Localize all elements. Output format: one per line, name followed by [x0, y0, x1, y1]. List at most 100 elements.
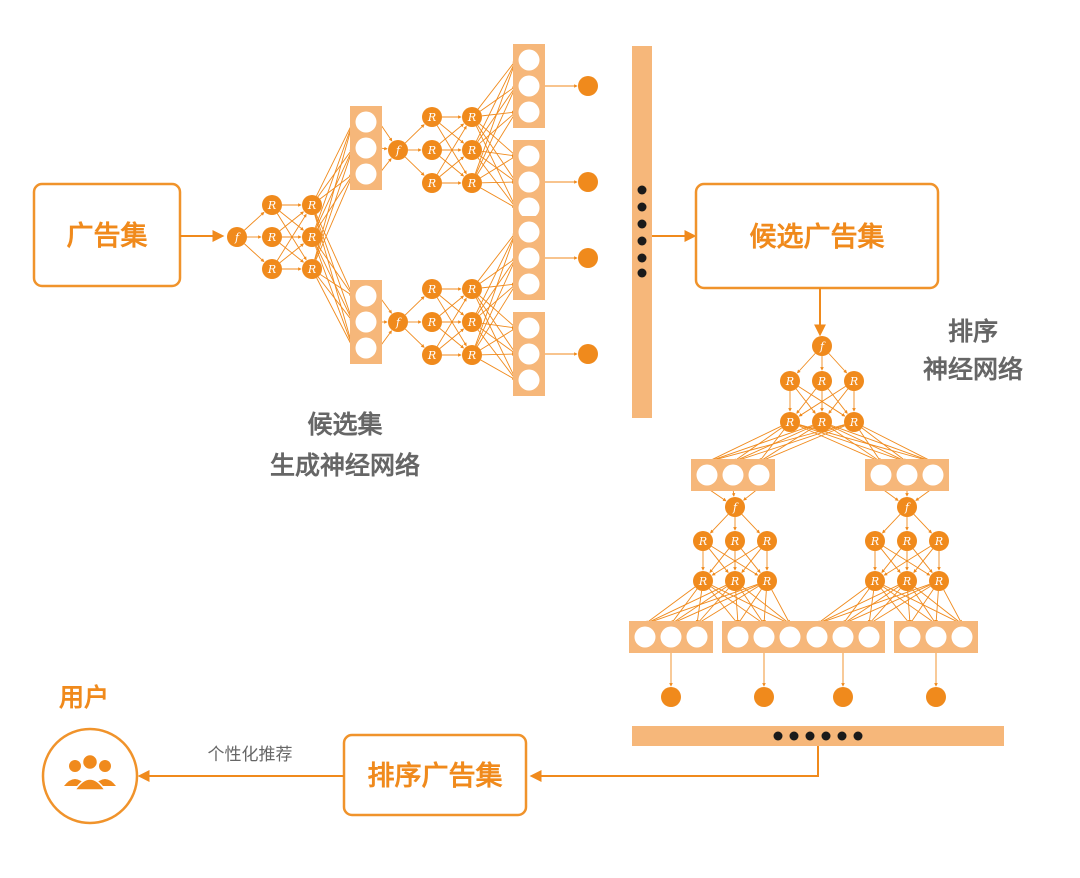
- network-edge: [796, 353, 816, 374]
- network-edge: [759, 429, 785, 462]
- network-edge: [480, 328, 516, 351]
- ranking-leaf-vector: [629, 621, 713, 653]
- ranking-leaf-vector: [722, 621, 806, 653]
- svg-text:R: R: [427, 283, 436, 296]
- svg-text:R: R: [817, 416, 826, 429]
- network-edge: [439, 156, 465, 177]
- network-edge: [317, 244, 353, 296]
- network-edge: [880, 548, 901, 573]
- users-group-icon: [41, 727, 139, 825]
- network-edge: [436, 125, 467, 175]
- network-edge: [913, 513, 932, 534]
- network-edge: [817, 584, 899, 624]
- svg-text:R: R: [762, 575, 771, 588]
- network-edge: [795, 388, 816, 414]
- svg-text:R: R: [267, 263, 276, 276]
- network-edge: [475, 258, 517, 347]
- relu-node: R: [462, 345, 482, 365]
- network-edge: [735, 590, 740, 624]
- network-edge: [279, 210, 304, 231]
- network-edge: [882, 586, 936, 624]
- network-edge: [476, 284, 516, 347]
- network-edge: [645, 584, 727, 624]
- network-edge: [882, 513, 901, 534]
- network-edge: [279, 242, 304, 263]
- ranking-output-node: [661, 687, 681, 707]
- svg-text:f: f: [395, 144, 402, 157]
- network-edge: [475, 297, 516, 380]
- relu-node: R: [693, 571, 713, 591]
- network-edge: [827, 388, 848, 414]
- svg-text:R: R: [785, 416, 794, 429]
- svg-text:R: R: [307, 231, 316, 244]
- svg-text:R: R: [698, 535, 707, 548]
- relu-node: R: [844, 412, 864, 432]
- network-edge: [439, 156, 465, 177]
- network-edge: [910, 589, 934, 624]
- ranking-aggregation-bar: [632, 726, 1004, 746]
- candidate-aggregation-bar: [632, 46, 652, 418]
- relu-node: R: [302, 259, 322, 279]
- network-edge: [645, 586, 696, 624]
- relu-node: R: [302, 227, 322, 247]
- svg-text:R: R: [934, 575, 943, 588]
- candidate-caption-line2: 生成神经网络: [270, 451, 420, 480]
- network-edge: [762, 590, 767, 624]
- svg-text:R: R: [267, 199, 276, 212]
- relu-node: R: [725, 571, 745, 591]
- network-edge: [695, 590, 703, 624]
- svg-text:f: f: [732, 501, 739, 514]
- network-edge: [869, 588, 901, 624]
- svg-text:R: R: [849, 416, 858, 429]
- network-edge: [480, 156, 516, 179]
- relu-node: R: [780, 371, 800, 391]
- svg-text:R: R: [849, 375, 858, 388]
- network-edge: [279, 211, 304, 232]
- ranking-leaf-vector: [894, 621, 978, 653]
- network-edge: [799, 424, 907, 463]
- candidate-vector-bottom: [350, 280, 382, 364]
- relu-node: R: [812, 412, 832, 432]
- network-edge: [439, 328, 465, 349]
- ranking-vector-right: [865, 459, 949, 491]
- network-edge: [711, 545, 759, 576]
- network-edge: [862, 426, 933, 462]
- network-edge: [697, 585, 759, 624]
- personalized-recommendation-label: 个性化推荐: [208, 745, 293, 765]
- network-edge: [474, 60, 517, 174]
- relu-node: R: [262, 195, 282, 215]
- svg-text:R: R: [467, 349, 476, 362]
- network-edge: [439, 123, 465, 144]
- svg-text:R: R: [307, 199, 316, 212]
- network-edge: [861, 427, 907, 462]
- svg-text:R: R: [467, 144, 476, 157]
- network-edge: [671, 584, 759, 625]
- relu-node: R: [462, 173, 482, 193]
- ranking-output-node: [926, 687, 946, 707]
- network-edge: [479, 123, 516, 156]
- svg-text:R: R: [902, 575, 911, 588]
- ad-set-label: 广告集: [67, 220, 149, 252]
- ranking-output-node: [754, 687, 774, 707]
- candidate-caption-line1: 候选集: [307, 410, 383, 439]
- network-edge: [314, 148, 354, 260]
- svg-text:R: R: [307, 263, 316, 276]
- network-edge: [244, 211, 265, 231]
- network-edge: [244, 243, 265, 263]
- svg-text:R: R: [427, 144, 436, 157]
- network-edge: [404, 124, 425, 144]
- network-edge: [481, 352, 516, 356]
- network-edge: [404, 328, 425, 348]
- relu-node: R: [725, 531, 745, 551]
- network-edge: [315, 213, 354, 296]
- svg-text:R: R: [762, 535, 771, 548]
- svg-text:R: R: [730, 575, 739, 588]
- network-edge: [439, 328, 465, 349]
- ranked-ad-set-label: 排序广告集: [368, 760, 504, 792]
- network-edge: [843, 588, 870, 624]
- relu-node: R: [757, 571, 777, 591]
- relu-node: R: [422, 140, 442, 160]
- relu-node: R: [844, 371, 864, 391]
- svg-text:f: f: [234, 231, 241, 244]
